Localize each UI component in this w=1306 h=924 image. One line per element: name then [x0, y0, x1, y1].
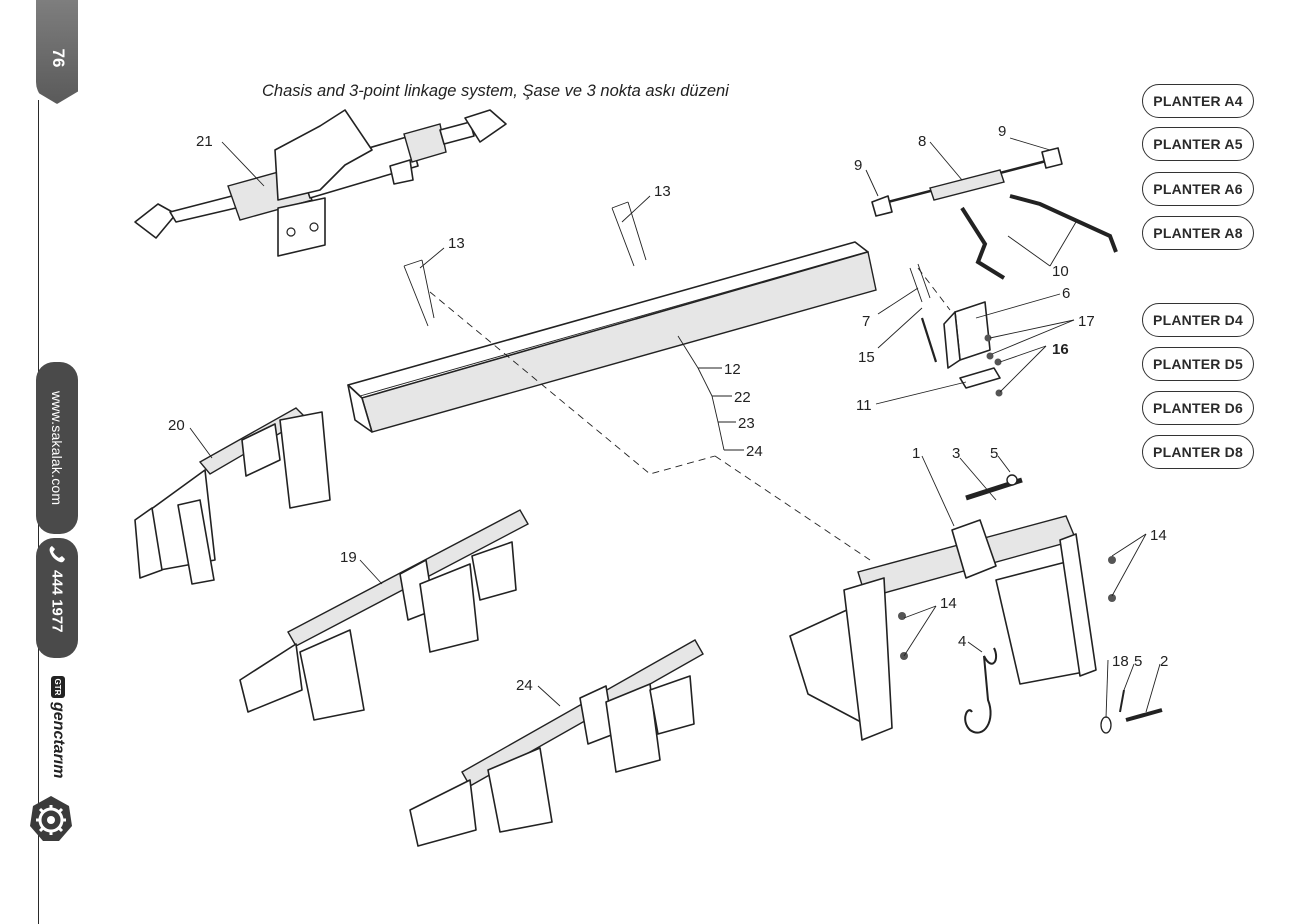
callout-1: 1: [912, 445, 920, 462]
callout-5-top: 5: [990, 445, 998, 462]
model-planter-d5[interactable]: PLANTER D5: [1142, 347, 1254, 381]
callout-21: 21: [196, 133, 213, 150]
callout-9-right: 9: [998, 123, 1006, 140]
phone-number: 444 1977: [48, 570, 66, 633]
callout-4: 4: [958, 633, 966, 650]
callout-17: 17: [1078, 313, 1095, 330]
callout-2: 2: [1160, 653, 1168, 670]
part-1-frame: [789, 474, 1163, 741]
assembly-line-2: [714, 455, 871, 561]
model-planter-d4[interactable]: PLANTER D4: [1142, 303, 1254, 337]
part-19-frame: [239, 509, 529, 721]
assembly-line-3: [917, 267, 951, 311]
sidebar: 76 www.sakalak.com 444 1977 GTR genctarı…: [0, 0, 78, 924]
phone-icon: [49, 546, 65, 563]
callout-19: 19: [340, 549, 357, 566]
part-20-frame: [134, 407, 331, 585]
leader-lines: [189, 137, 1161, 719]
callout-22: 22: [734, 389, 751, 406]
callout-9-left: 9: [854, 157, 862, 174]
brand-name: genctarım: [50, 702, 67, 779]
callout-13-right: 13: [654, 183, 671, 200]
callout-6: 6: [1062, 285, 1070, 302]
part-24-frame: [409, 639, 704, 847]
assembly-line-1: [429, 291, 716, 475]
callout-24-frame: 24: [516, 677, 533, 694]
page-tab: [36, 0, 78, 104]
callout-12: 12: [724, 361, 741, 378]
callout-11: 11: [856, 397, 872, 414]
callout-20: 20: [168, 417, 185, 434]
part-8-10-top-link: [871, 147, 1118, 280]
callout-14-left: 14: [940, 595, 957, 612]
website-link[interactable]: www.sakalak.com: [49, 390, 65, 506]
callout-15: 15: [858, 349, 875, 366]
model-planter-a8[interactable]: PLANTER A8: [1142, 216, 1254, 250]
callout-24-beam: 24: [746, 443, 763, 460]
callout-3: 3: [952, 445, 960, 462]
part-13-u-bolts: [403, 201, 647, 327]
model-planter-d6[interactable]: PLANTER D6: [1142, 391, 1254, 425]
callout-8: 8: [918, 133, 926, 150]
brand-logo: GTR genctarım: [40, 676, 76, 786]
callout-5-bottom: 5: [1134, 653, 1142, 670]
callout-23: 23: [738, 415, 755, 432]
callout-14-right: 14: [1150, 527, 1167, 544]
callout-10: 10: [1052, 263, 1069, 280]
page-title: Chasis and 3-point linkage system, Şase …: [262, 82, 729, 100]
model-planter-a4[interactable]: PLANTER A4: [1142, 84, 1254, 118]
gear-logo-icon: [30, 796, 72, 841]
part-21-cylinder: [134, 109, 507, 257]
model-planter-a5[interactable]: PLANTER A5: [1142, 127, 1254, 161]
part-12-main-beam: [347, 241, 877, 433]
model-planter-d8[interactable]: PLANTER D8: [1142, 435, 1254, 469]
part-6-bracket: [909, 263, 1003, 397]
callout-7: 7: [862, 313, 870, 330]
website-badge[interactable]: www.sakalak.com: [36, 362, 78, 534]
callout-13-left: 13: [448, 235, 465, 252]
model-planter-a6[interactable]: PLANTER A6: [1142, 172, 1254, 206]
phone-badge[interactable]: 444 1977: [36, 538, 78, 658]
callout-18: 18: [1112, 653, 1129, 670]
callout-16: 16: [1052, 341, 1069, 358]
